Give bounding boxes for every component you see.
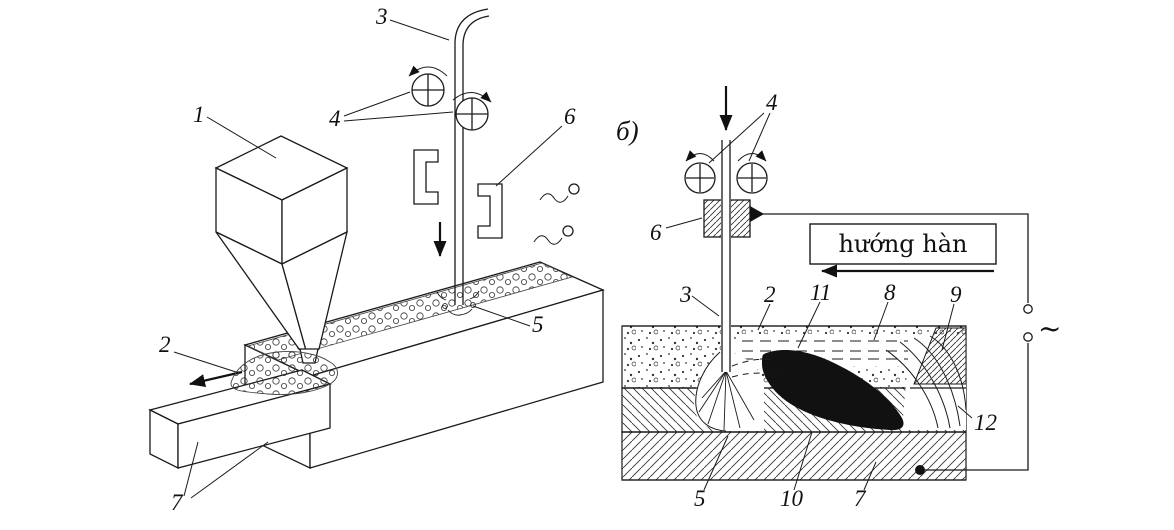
callout-slag-crust: 9 <box>950 282 962 307</box>
callout-hopper: 1 <box>193 102 205 127</box>
flux-hopper <box>214 135 349 364</box>
arc-zone <box>694 351 764 432</box>
roller-rotation-arrow <box>408 65 448 77</box>
callout-molten-slag: 11 <box>810 280 831 305</box>
lower-plate <box>621 431 967 481</box>
callout-jaw: 6 <box>650 220 662 245</box>
feed-roller-left <box>684 150 716 194</box>
weld-splash <box>436 290 480 316</box>
weld-pool <box>762 350 904 431</box>
callout-workpieces: 7 <box>171 490 184 515</box>
slag-crust <box>913 327 967 385</box>
contact-jaw-upper <box>413 149 439 205</box>
travel-direction-arrow <box>189 370 243 387</box>
roller-rotation-arrow <box>452 91 492 103</box>
electrode-wire <box>454 8 490 305</box>
callout-base-metal: 7 <box>854 486 867 511</box>
arc-flow-line <box>731 358 773 367</box>
ac-symbol: ~ <box>1038 312 1061 345</box>
ac-terminal-top <box>1023 304 1033 314</box>
flux-pile <box>230 351 338 395</box>
callout-wire: 3 <box>375 4 388 29</box>
feed-roller-right <box>452 91 492 131</box>
feed-roller-right <box>736 150 768 194</box>
contact-jaw-lower <box>477 183 503 239</box>
jaw-cable-lug <box>750 206 764 222</box>
arc-flow-line <box>731 372 779 378</box>
ground-connection-dot <box>915 465 925 475</box>
panel-cross-section: ~ hướng hàn б) 4 6 3 2 11 8 9 <box>616 86 1061 511</box>
callout-rollers: 4 <box>329 106 341 131</box>
callout-arc: 5 <box>694 486 706 511</box>
welding-direction-label: hướng hàn <box>838 230 967 258</box>
panel-isometric-view: 1 4 3 6 2 5 7 <box>148 4 605 515</box>
layer-boundaries <box>622 325 966 481</box>
callout-flux-cover: 8 <box>884 280 896 305</box>
callout-leaders <box>173 19 563 499</box>
ac-terminal-bottom <box>1023 332 1033 342</box>
callout-wire: 3 <box>679 282 692 307</box>
electrode-wire <box>721 140 731 372</box>
callout-weld-pool: 10 <box>780 486 804 511</box>
callout-rollers: 4 <box>766 90 778 115</box>
power-circuit: ~ <box>762 213 1061 475</box>
callout-flux: 2 <box>764 282 776 307</box>
panel-tag: б) <box>616 116 639 146</box>
callout-jaws: 6 <box>564 104 576 129</box>
welding-direction-box <box>809 223 997 265</box>
cable-terminal-bottom <box>533 225 574 245</box>
callout-weld-bead: 12 <box>974 410 997 435</box>
callout-weld-zone: 5 <box>532 312 544 337</box>
roller-rotation-arrow <box>685 150 715 162</box>
feed-roller-left <box>408 65 448 107</box>
callout-leaders <box>665 112 973 491</box>
cable-terminal-top <box>539 183 580 203</box>
callout-flux: 2 <box>159 332 171 357</box>
